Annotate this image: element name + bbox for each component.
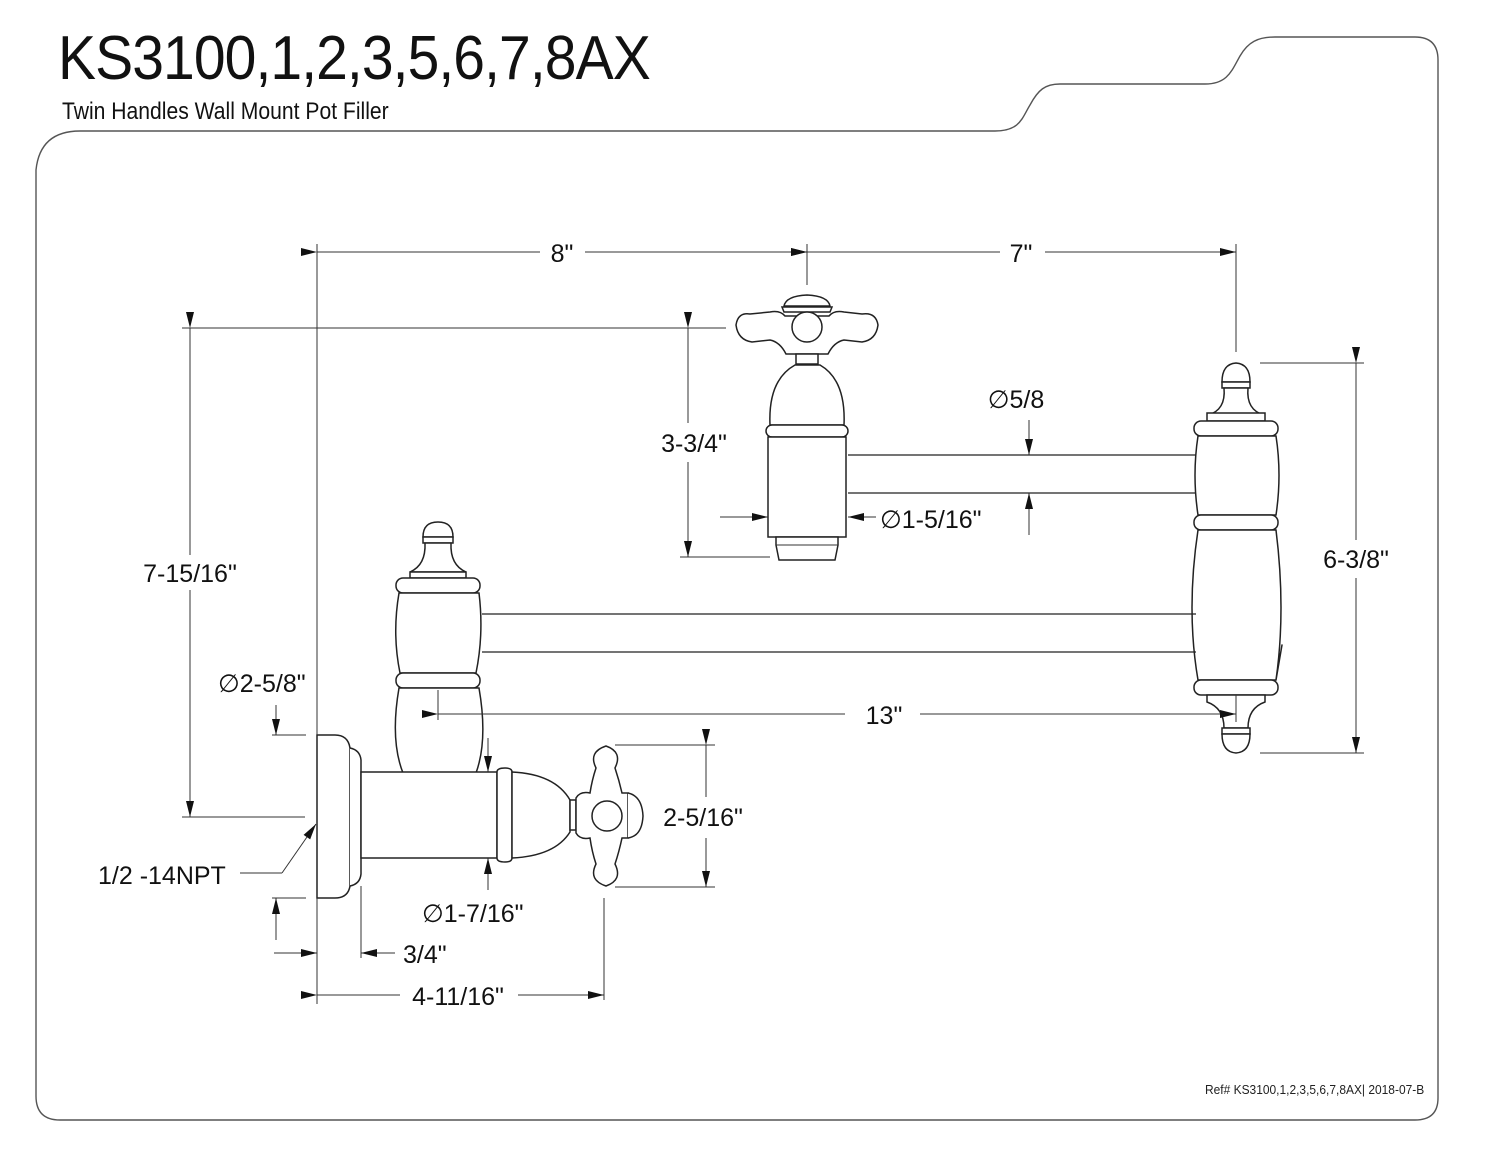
upper-spout — [848, 454, 1196, 494]
dim-7in: 7" — [1010, 240, 1033, 268]
dim-upper-valve-diameter: ∅1-5/16" — [880, 506, 982, 534]
page-title: KS3100,1,2,3,5,6,7,8AX — [58, 24, 651, 93]
drawing-frame — [35, 36, 1439, 1121]
wall-flange — [316, 734, 362, 899]
dim-8in: 8" — [551, 240, 574, 268]
dim-spout-diameter: ∅5/8 — [988, 386, 1045, 414]
dim-body-diameter: ∅1-7/16" — [422, 900, 524, 928]
dim-upper-valve-height: 3-3/4" — [661, 430, 727, 458]
dim-handle-height: 2-5/16" — [663, 804, 743, 832]
dim-inlet-thread: 1/2 -14NPT — [98, 862, 226, 890]
upper-valve — [735, 294, 879, 561]
dim-arm-length: 13" — [866, 702, 903, 730]
dim-overall-height: 7-15/16" — [143, 560, 237, 588]
dim-projection: 4-11/16" — [412, 983, 504, 1011]
page-subtitle: Twin Handles Wall Mount Pot Filler — [62, 98, 389, 125]
dim-flange-depth: 3/4" — [403, 941, 447, 969]
left-swivel — [394, 521, 484, 779]
lower-arm — [482, 613, 1196, 653]
dim-flange-diameter: ∅2-5/8" — [218, 670, 306, 698]
right-swivel-joint — [1191, 362, 1283, 754]
reference-label: Ref# KS3100,1,2,3,5,6,7,8AX| 2018-07-B — [1205, 1082, 1425, 1097]
dim-joint-height: 6-3/8" — [1323, 546, 1389, 574]
lower-cross-handle — [575, 745, 644, 887]
lower-valve-body — [360, 767, 577, 863]
